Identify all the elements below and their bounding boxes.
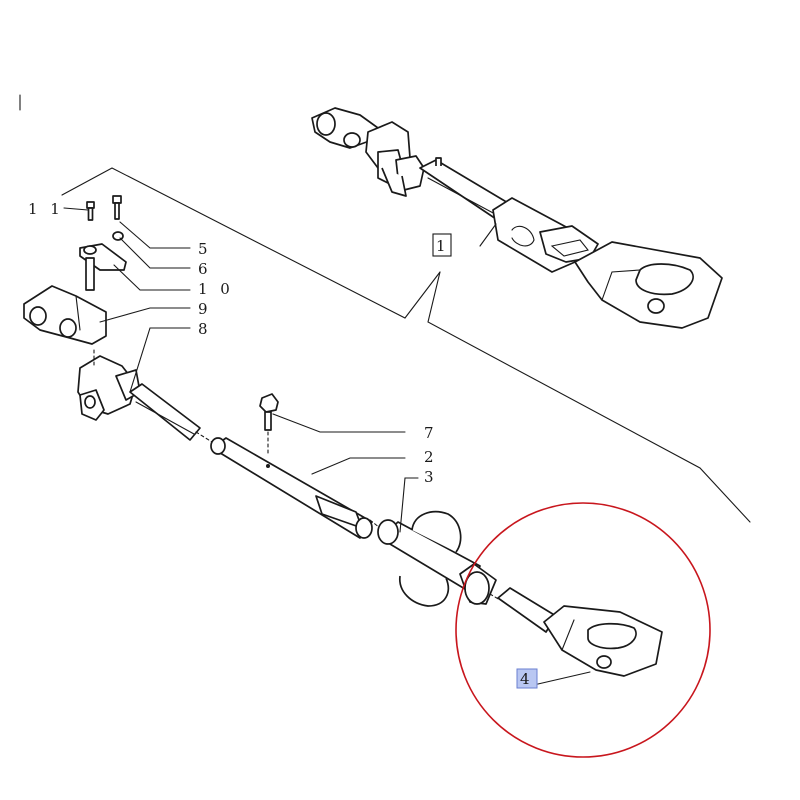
part-8-ujoint-shaft-illustration — [77, 349, 213, 443]
label-part-8: 8 — [198, 320, 212, 338]
part-3-sleeve-illustration — [377, 510, 497, 607]
leader-lines — [63, 207, 591, 685]
part-10-pin-illustration — [79, 243, 127, 291]
assembly-bracket-lines — [61, 167, 751, 523]
label-part-9: 9 — [198, 300, 212, 318]
label-assembly: 1 — [436, 237, 450, 255]
assembly-label-box — [432, 233, 452, 257]
part-4-highlight-box[interactable] — [516, 668, 538, 689]
part-5-bolt-illustration — [112, 195, 122, 220]
label-part-3: 3 — [424, 468, 438, 486]
part-2-tube-illustration — [210, 437, 381, 539]
part-9-fork-illustration — [23, 285, 107, 345]
label-part-11: 1 1 — [28, 200, 64, 218]
label-part-2: 2 — [424, 448, 438, 466]
part-7-bolt-illustration — [259, 393, 279, 457]
label-part-7: 7 — [424, 424, 438, 442]
highlight-circle — [455, 502, 711, 758]
label-part-4[interactable]: 4 — [520, 670, 534, 688]
label-part-10: 1 0 — [198, 280, 234, 298]
part-11-bolt-illustration — [86, 201, 95, 221]
part-4-clevis-illustration — [489, 587, 663, 677]
label-part-5: 5 — [198, 240, 212, 258]
assembled-link-illustration — [311, 107, 723, 329]
label-part-6: 6 — [198, 260, 212, 278]
